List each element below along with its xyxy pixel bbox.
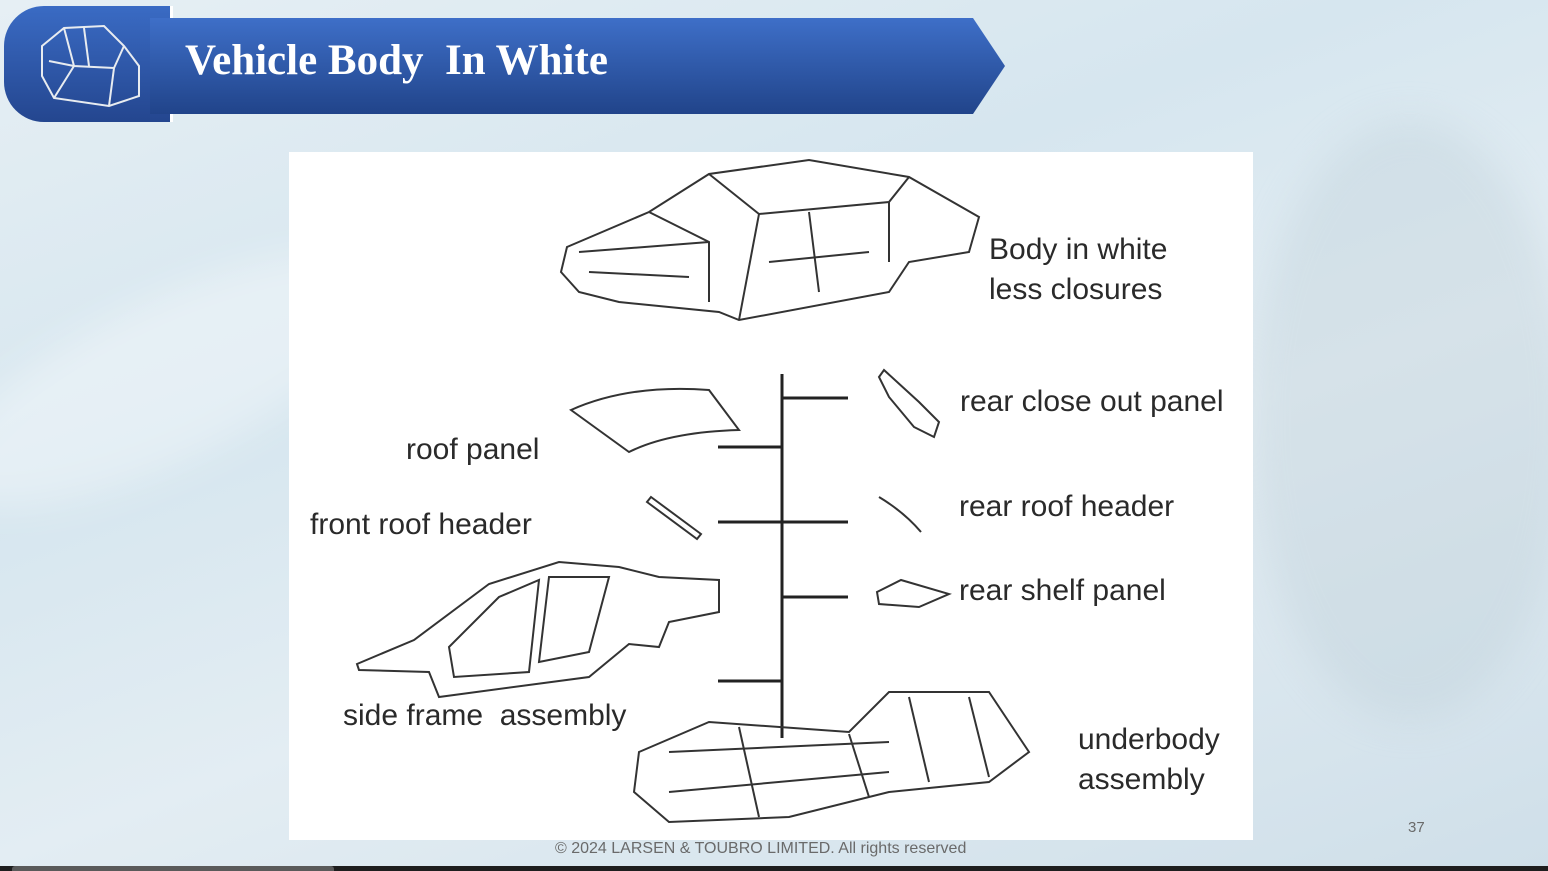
label-underbody-assembly: assembly bbox=[1078, 763, 1205, 796]
label-rear-close-out-panel: rear close out panel bbox=[960, 385, 1224, 418]
side-frame-assembly-drawing bbox=[355, 560, 720, 699]
diagram-drawing bbox=[355, 158, 1031, 824]
body-in-white-drawing bbox=[559, 158, 981, 322]
slide-title: Vehicle Body In White bbox=[185, 37, 608, 84]
car-frame-icon bbox=[41, 24, 140, 108]
page-number: 37 bbox=[1408, 819, 1425, 836]
rear-close-out-panel-drawing bbox=[877, 368, 941, 439]
label-body-in-white: Body in white bbox=[989, 233, 1168, 266]
label-underbody: underbody bbox=[1078, 723, 1220, 756]
connector-lines bbox=[718, 374, 848, 738]
rear-roof-header-drawing bbox=[878, 496, 922, 533]
rear-shelf-panel-drawing bbox=[875, 578, 952, 609]
biw-diagram: Body in white less closures rear close o… bbox=[289, 152, 1253, 840]
label-roof-panel: roof panel bbox=[406, 433, 540, 466]
title-banner bbox=[150, 18, 1005, 114]
label-rear-roof-header: rear roof header bbox=[959, 490, 1175, 523]
label-side-frame-assembly: side frame assembly bbox=[343, 699, 627, 732]
roof-panel-drawing bbox=[569, 387, 741, 454]
label-front-roof-header: front roof header bbox=[310, 508, 532, 541]
copyright-footer: © 2024 LARSEN & TOUBRO LIMITED. All righ… bbox=[555, 840, 967, 857]
label-less-closures: less closures bbox=[989, 273, 1163, 306]
underbody-assembly-drawing bbox=[632, 691, 1031, 824]
car-body-thumbnail bbox=[4, 6, 173, 122]
horizontal-scrollbar[interactable] bbox=[12, 866, 334, 871]
front-roof-header-drawing bbox=[645, 495, 703, 541]
label-rear-shelf-panel: rear shelf panel bbox=[959, 574, 1166, 607]
